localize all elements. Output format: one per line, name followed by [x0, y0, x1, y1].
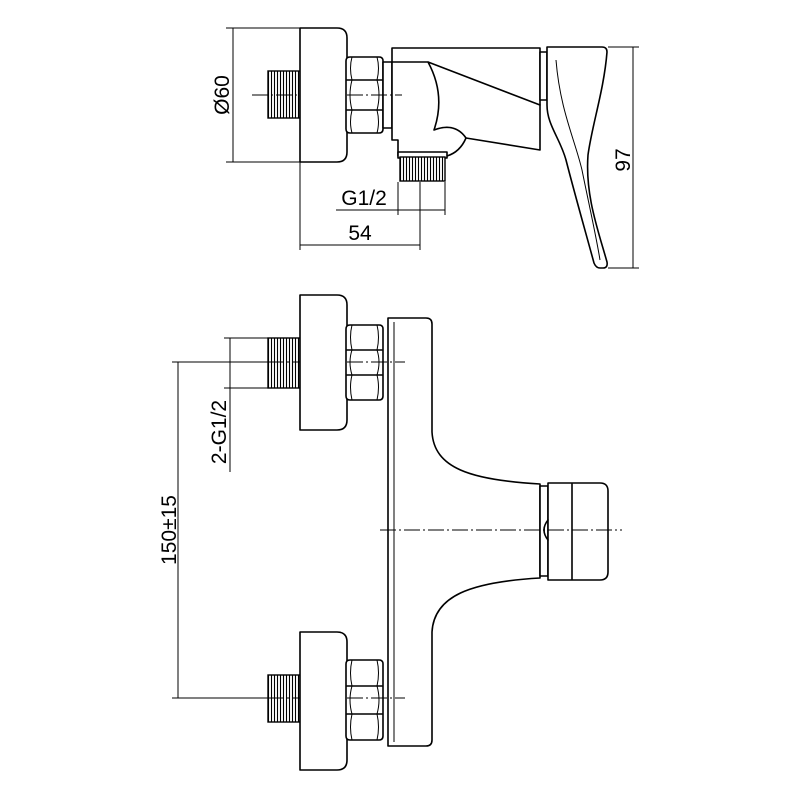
wall-flange	[299, 27, 348, 163]
mixer-body	[391, 47, 541, 157]
lower-wall-flange	[299, 631, 348, 771]
lower-hex-nut	[345, 659, 384, 741]
height-label: 97	[612, 148, 635, 171]
mixer-body-front	[387, 317, 541, 747]
front-view: 2-G1/2 150±15	[158, 294, 622, 771]
upper-inlet	[267, 294, 405, 431]
handle-cap	[547, 482, 609, 581]
upper-hex-nut	[345, 324, 384, 401]
depth-label: 54	[348, 222, 372, 245]
upper-wall-flange	[299, 294, 348, 431]
handle-edge-line	[555, 59, 601, 261]
outlet-thread	[399, 156, 446, 182]
dimension-inlet-thread: 2-G1/2	[208, 337, 268, 472]
dimension-center-distance: 150±15	[158, 361, 268, 699]
outlet-thread-label: G1/2	[341, 187, 387, 210]
inlet-thread-label: 2-G1/2	[208, 400, 231, 464]
diameter-label: Ø60	[211, 75, 234, 115]
upper-inlet-thread	[267, 337, 301, 389]
top-view: Ø60 97 G1/2 54	[211, 27, 639, 269]
handle-collar	[539, 51, 548, 101]
lower-inlet	[267, 631, 405, 771]
center-distance-label: 150±15	[158, 495, 181, 565]
handle-lever	[546, 46, 608, 269]
body-contour	[391, 61, 541, 139]
dimension-height: 97	[608, 46, 639, 269]
dimension-depth: 54	[299, 162, 421, 250]
dimension-outlet-thread: G1/2	[336, 182, 446, 215]
dimension-diameter: Ø60	[211, 27, 300, 163]
